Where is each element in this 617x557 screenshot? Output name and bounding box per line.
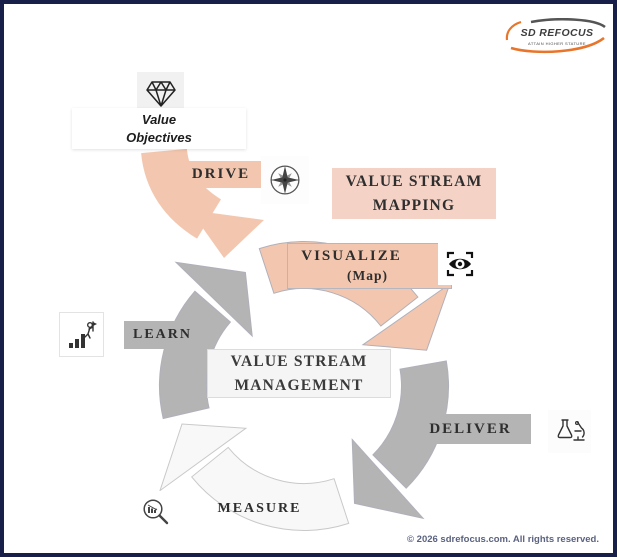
page-title-line2: MAPPING [372, 196, 456, 214]
cycle-arrowhead-measure [159, 423, 248, 492]
brand-logo: SD REFOCUS ATTAIN HIGHER STATURE [501, 17, 613, 56]
center-title-box: VALUE STREAM MANAGEMENT [207, 349, 391, 398]
compass-icon-box [261, 156, 309, 204]
eye-icon-box [438, 242, 481, 285]
cycle-arrowhead-deliver [351, 438, 425, 520]
flask-microscope-icon [557, 418, 585, 441]
copyright-text: © 2026 sdrefocus.com. All rights reserve… [407, 534, 599, 545]
value-objectives-line2: Objectives [126, 129, 192, 145]
visualize-label: VISUALIZE [301, 248, 402, 265]
lab-icon-box [548, 410, 591, 453]
logo-tagline-text: ATTAIN HIGHER STATURE [528, 41, 586, 46]
step-visualize-label: VISUALIZE (Map) [287, 243, 452, 289]
step-measure-label: MEASURE [217, 501, 302, 516]
magnifier-bar-chart-icon [142, 498, 168, 524]
visualize-sublabel: (Map) [347, 267, 388, 283]
page-title-line1: VALUE STREAM [345, 173, 483, 191]
drive-arrowhead [190, 210, 264, 258]
diamond-gem-icon [145, 81, 176, 107]
compass-rose-icon [270, 165, 300, 195]
center-title-line2: MANAGEMENT [234, 376, 364, 394]
value-objectives-line1: Value [141, 111, 177, 127]
growth-icon-box [59, 312, 104, 357]
center-title-line1: VALUE STREAM [230, 353, 368, 371]
magnifier-icon-box [134, 491, 177, 534]
logo-brand-text: SD REFOCUS [520, 27, 594, 39]
cycle-arrowhead-visualize [361, 282, 451, 351]
value-objectives-box: Value Objectives [72, 108, 246, 149]
logo-swoosh-icon [505, 17, 606, 54]
cycle-arrowhead-learn [174, 261, 253, 338]
drive-arrow-label: DRIVE [174, 161, 268, 188]
growth-stairs-person-icon [68, 320, 97, 348]
page-title-box: VALUE STREAM MAPPING [332, 168, 496, 219]
step-deliver-label: DELIVER [410, 414, 531, 444]
cycle-arc-measure [190, 446, 350, 531]
eye-focus-icon [446, 251, 473, 276]
step-learn-label: LEARN [124, 321, 201, 349]
